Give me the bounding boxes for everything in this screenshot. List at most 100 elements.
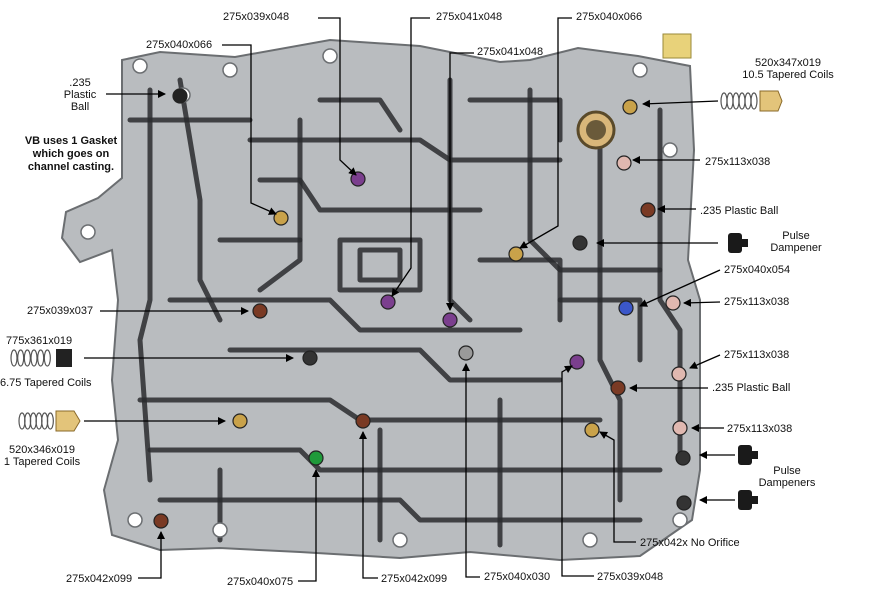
channel <box>257 117 303 293</box>
label-275x042x099-left: 275x042x099 <box>66 573 133 585</box>
orifice-275x040x066-left <box>273 210 289 226</box>
label-275x113x038-d: 275x113x038 <box>727 423 793 435</box>
pulse-dampener-b <box>676 495 692 511</box>
pulse-dampener-icon <box>752 496 758 504</box>
channel <box>257 177 483 213</box>
coil <box>37 349 45 367</box>
orifice-275x041x048-top-leader <box>391 17 430 297</box>
coil <box>744 92 752 110</box>
orifice-275x040x030 <box>458 345 474 361</box>
orifice-275x041x048-mid-leader <box>446 52 474 311</box>
spring-520x347x019-leader <box>642 99 719 108</box>
spring-520x347x019 <box>622 99 638 115</box>
pulse-dampener-icon <box>738 445 752 465</box>
ball-plastic-right-b <box>610 380 626 396</box>
pulse-dampener-icon <box>728 233 742 253</box>
coil <box>732 92 740 110</box>
label-275x041x048-mid: 275x041x048 <box>477 46 544 58</box>
pulse-dampener-a <box>675 450 691 466</box>
label-275x113x038-c: 275x113x038 <box>724 349 790 361</box>
label-275x039x037: 275x039x037 <box>27 305 94 317</box>
pulse-dampener-icon <box>738 490 752 510</box>
orifice-275x040x030-leader <box>462 363 480 578</box>
bore-center <box>586 120 606 140</box>
label-275x040x075: 275x040x075 <box>227 576 294 588</box>
channel <box>167 297 523 333</box>
orifice-275x040x054 <box>618 300 634 316</box>
coil <box>750 92 758 110</box>
label-275x113x038-a: 275x113x038 <box>705 156 771 168</box>
coil <box>738 92 746 110</box>
ball-plastic-left <box>172 88 188 104</box>
label-275x040x030: 275x040x030 <box>484 571 551 583</box>
pulse-dampener-icon <box>752 451 758 459</box>
orifice-275x040x066-left-leader <box>222 44 277 215</box>
orifice-275x113x038-c-leader <box>689 354 721 369</box>
orifice-275x040x054-leader <box>639 269 721 307</box>
label-6-75-tapered-coils: 6.75 Tapered Coils <box>0 377 92 389</box>
orifice-275x042x099-center-leader <box>359 431 378 579</box>
label-275x039x048-top: 275x039x048 <box>223 11 290 23</box>
orifice-275x040x066-top-leader <box>519 17 572 249</box>
bolt-hole <box>582 532 598 548</box>
orifice-275x040x066-top <box>508 246 524 262</box>
channel <box>137 397 603 423</box>
orifice-275x113x038-b <box>665 295 681 311</box>
pulse-dampener-icon <box>742 239 748 247</box>
gasket-note-line: channel casting. <box>27 161 115 173</box>
ball-plastic-right-a <box>640 202 656 218</box>
orifice-275x039x048-bottom-leader <box>561 365 594 577</box>
bolt-hole <box>132 58 148 74</box>
orifice-275x042x099-center <box>355 413 371 429</box>
orifice-275x113x038-c <box>671 366 687 382</box>
orifice-275x039x048-top <box>350 171 366 187</box>
orifice-275x040x075-leader <box>298 469 320 582</box>
valve-cap-icon <box>759 90 783 112</box>
coil <box>43 349 51 367</box>
orifice-275x042x099-left-leader <box>138 531 165 579</box>
label-275x042x-no-orifice: 275x042x No Orifice <box>640 537 740 549</box>
coil <box>10 349 18 367</box>
bolt-hole <box>322 48 338 64</box>
coil <box>46 412 54 430</box>
bolt-hole <box>222 62 238 78</box>
label-275x040x066-top: 275x040x066 <box>576 11 643 23</box>
spring-775x361x019 <box>302 350 318 366</box>
coil <box>726 92 734 110</box>
label-275x040x066-left: 275x040x066 <box>146 39 213 51</box>
channel <box>137 87 153 483</box>
channel <box>527 87 663 273</box>
bolt-hole <box>127 512 143 528</box>
label-275x039x048-bottom: 275x039x048 <box>597 571 664 583</box>
gasket-note: VB uses 1 Gasket which goes on channel c… <box>6 135 136 174</box>
orifice-275x113x038-b-leader <box>683 298 721 307</box>
channel <box>157 497 643 523</box>
label-275x041x048-top: 275x041x048 <box>436 11 503 23</box>
label-plastic-ball-right-a: .235 Plastic Ball <box>700 205 779 217</box>
pulse-dampener <box>572 235 588 251</box>
bolt-hole <box>80 224 96 240</box>
gasket-note-line: which goes on <box>32 148 110 160</box>
channel <box>337 237 423 293</box>
orifice-275x041x048-top <box>380 294 396 310</box>
orifice-275x113x038-d <box>672 420 688 436</box>
spring-520x346x019 <box>232 413 248 429</box>
coil-spring-icon <box>18 412 54 430</box>
coil-spring-icon <box>10 349 51 367</box>
coil-spring-icon <box>720 92 758 110</box>
label-275x113x038-b: 275x113x038 <box>724 296 790 308</box>
channel <box>357 247 403 283</box>
bolt-hole <box>392 532 408 548</box>
orifice-275x039x048-bottom <box>569 354 585 370</box>
valve-cap-icon <box>56 349 72 367</box>
orifice-275x039x048-top-leader <box>318 17 357 176</box>
coil <box>23 349 31 367</box>
channel <box>467 97 563 143</box>
bolt-hole <box>632 62 648 78</box>
channel <box>227 347 563 383</box>
